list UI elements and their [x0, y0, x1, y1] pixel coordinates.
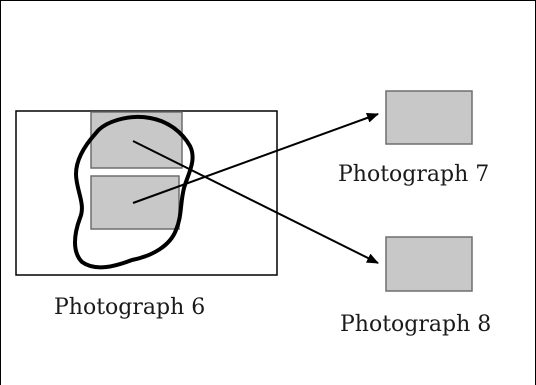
photograph-7-caption: Photograph 7	[338, 162, 489, 187]
photograph-6-caption: Photograph 6	[54, 295, 205, 320]
specimen-outline	[73, 115, 195, 270]
photograph-7-thumbnail	[385, 90, 473, 145]
arrow-to-photograph-8	[132, 140, 379, 264]
arrow-to-photograph-7	[132, 113, 379, 204]
photograph-8-caption: Photograph 8	[340, 312, 491, 337]
photograph-8-thumbnail	[385, 236, 473, 292]
